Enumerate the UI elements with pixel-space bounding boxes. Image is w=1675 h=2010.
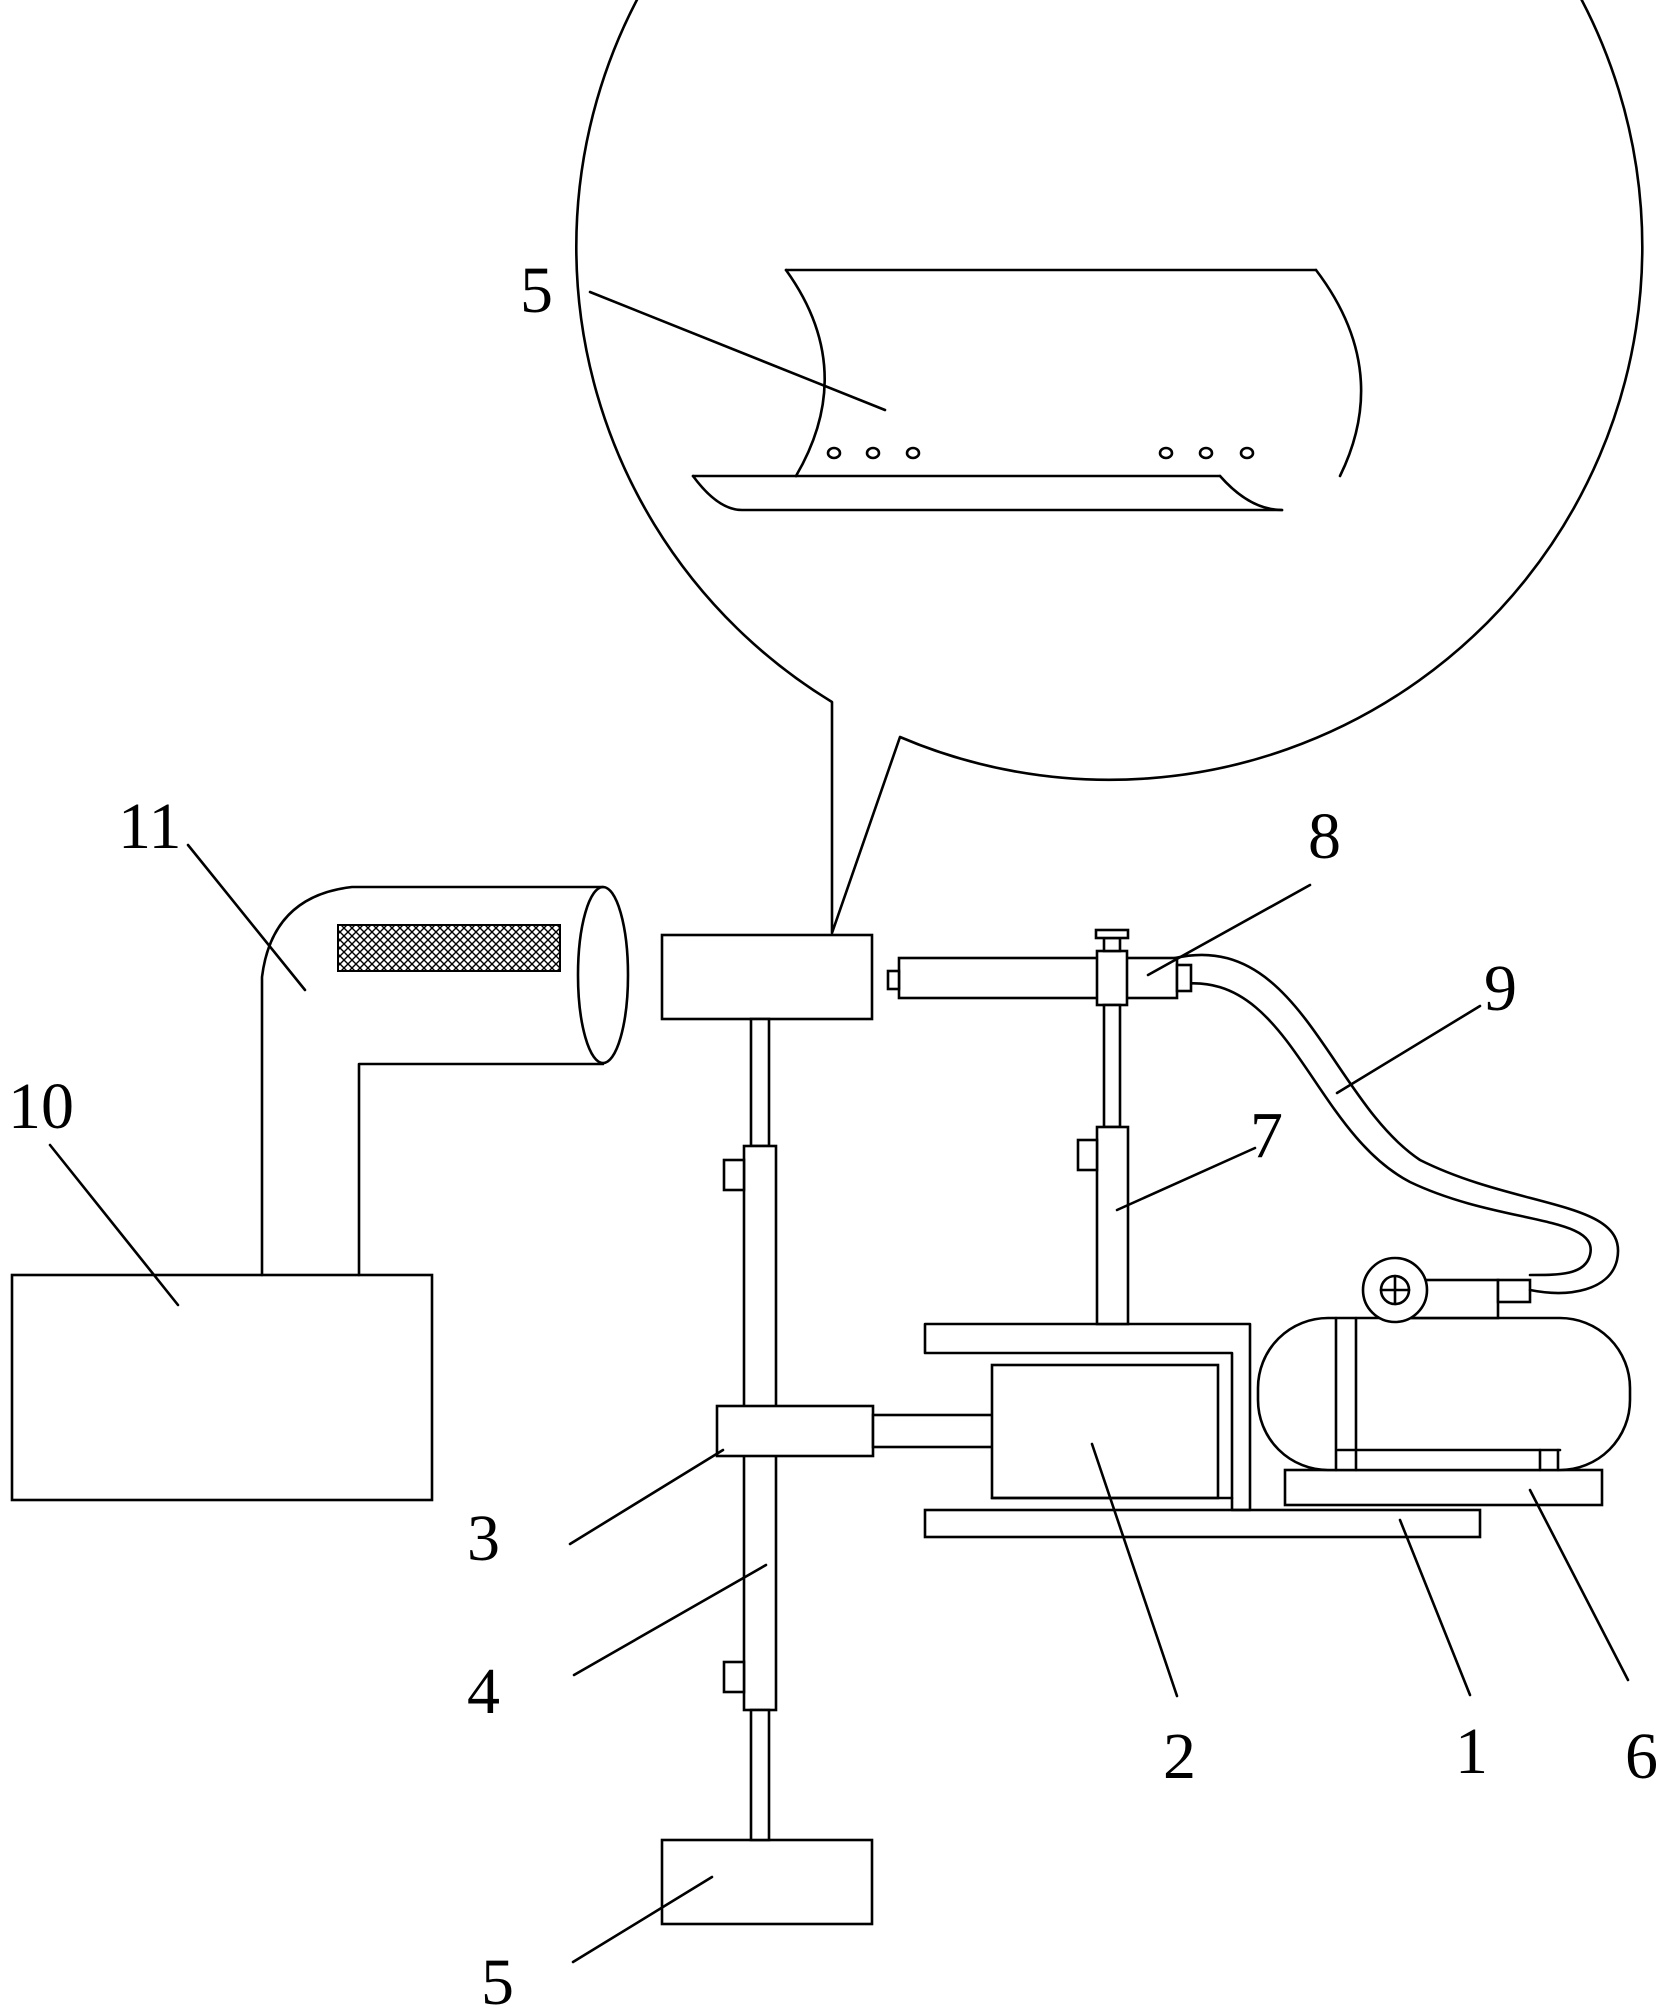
nozzle-detail	[691, 268, 1363, 512]
clamp-knob	[722, 1158, 746, 1192]
label-6: 6	[1625, 1720, 1658, 1793]
pipe-clamp	[1095, 949, 1129, 1007]
grille-mesh	[337, 924, 561, 972]
callout-bubble	[575, 0, 1644, 935]
connecting-arm	[871, 1413, 995, 1449]
label-4: 4	[467, 1655, 500, 1728]
label-8: 8	[1308, 800, 1341, 873]
label-2: 2	[1163, 1720, 1196, 1793]
reference-numerals: 5 11 10 8 9 7 3 4 2 1 6 5	[8, 254, 1658, 2010]
pipe-8	[886, 928, 1193, 1007]
nozzle-5-bottom	[660, 1838, 874, 1926]
pump-unit	[1256, 1256, 1632, 1472]
base-assembly	[923, 1322, 1604, 1539]
label-3: 3	[467, 1502, 500, 1575]
base-plate-1	[923, 1508, 1482, 1539]
label-5-top: 5	[520, 254, 553, 327]
duct-11	[260, 885, 630, 1277]
rod-assembly	[660, 933, 995, 1926]
frame	[923, 1322, 1252, 1512]
label-11: 11	[118, 790, 182, 863]
leader-lines	[48, 290, 1630, 1964]
hose-9	[1173, 953, 1620, 1295]
stand-knob	[1076, 1138, 1099, 1172]
label-9: 9	[1484, 952, 1517, 1025]
detail-callout	[575, 0, 1644, 935]
pump-body	[1256, 1316, 1632, 1472]
mount-plate-6	[1283, 1468, 1604, 1507]
nozzle-holes	[826, 446, 1255, 460]
nozzle-5-top	[660, 933, 874, 1021]
motor-2	[990, 1363, 1220, 1500]
label-5-bottom: 5	[481, 1946, 514, 2010]
collar-3	[715, 1404, 875, 1458]
label-7: 7	[1250, 1099, 1283, 1172]
stand-7	[1076, 1003, 1130, 1326]
tank-10	[10, 1273, 434, 1502]
clamp-knob	[722, 1660, 746, 1694]
label-1: 1	[1455, 1715, 1488, 1788]
label-10: 10	[8, 1070, 74, 1143]
